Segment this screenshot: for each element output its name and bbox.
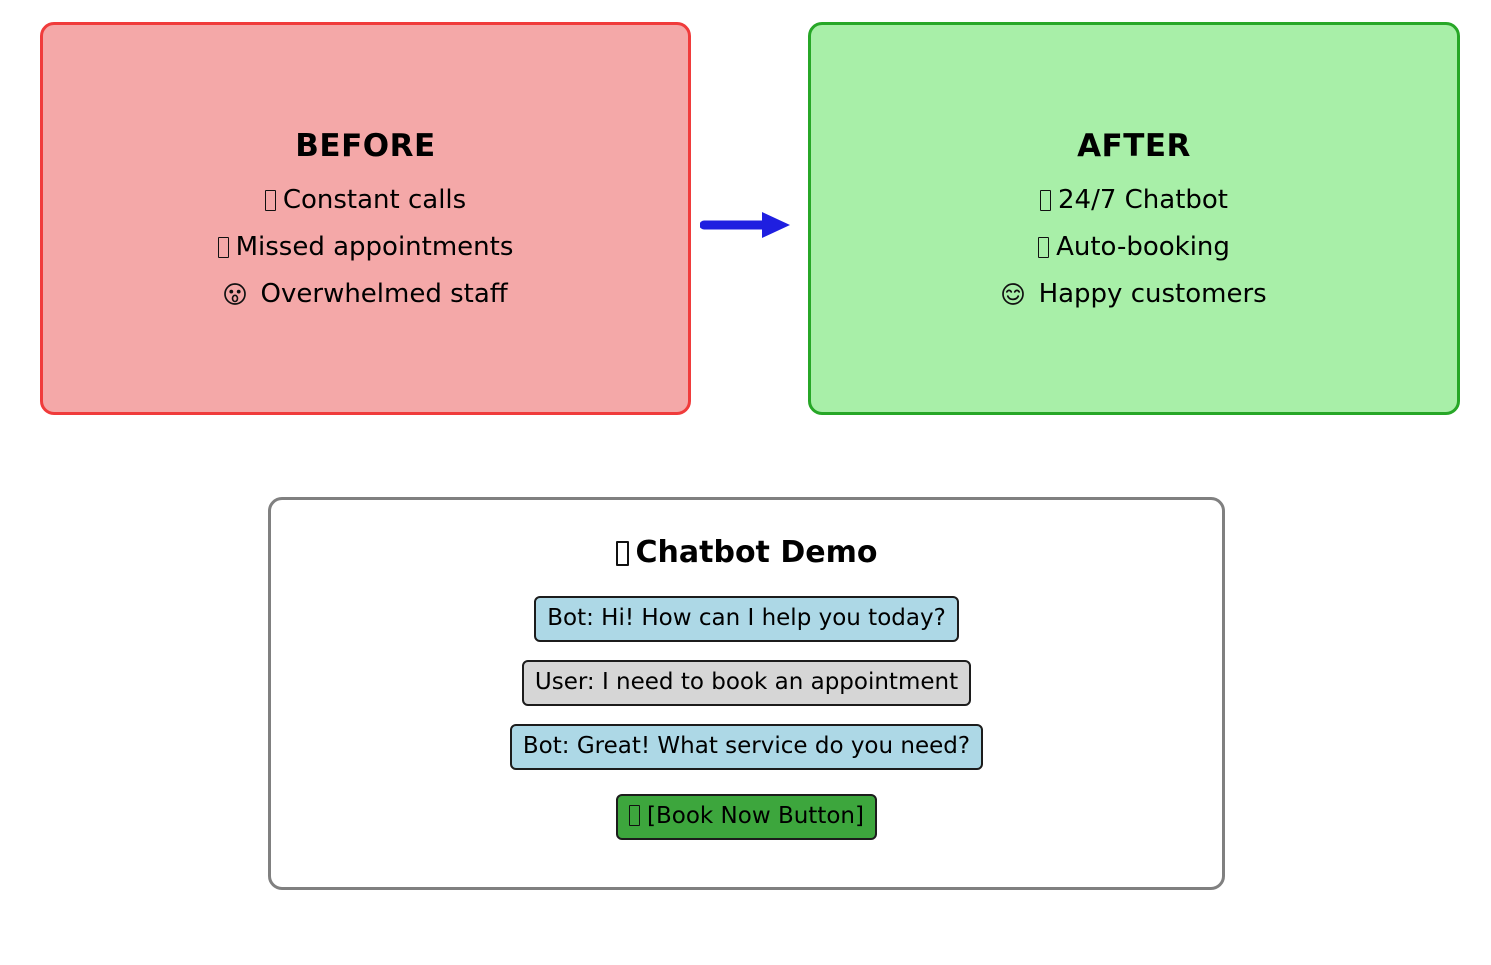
book-now-button[interactable]: [Book Now Button] [616, 794, 877, 840]
before-item-label-2: Overwhelmed staff [260, 278, 508, 309]
chat-message-bot-greeting: Bot: Hi! How can I help you today? [534, 596, 959, 642]
book-now-button-label: [Book Now Button] [647, 803, 864, 829]
right-arrow-icon [699, 205, 796, 245]
calendar-x-icon [217, 236, 229, 258]
after-item-label-2: Happy customers [1038, 278, 1267, 309]
phone-icon [264, 189, 276, 211]
after-item-chatbot: 24/7 Chatbot [1039, 184, 1228, 215]
chatbot-demo-title: Chatbot Demo [271, 500, 1222, 568]
calendar-check-icon [1038, 236, 1050, 258]
calendar-check-icon [629, 805, 641, 826]
speech-bubble-icon [615, 541, 629, 566]
before-item-overwhelmed-staff: Overwhelmed staff [223, 278, 508, 309]
before-item-missed-appointments: Missed appointments [217, 231, 514, 262]
after-item-happy-customers: Happy customers [1001, 278, 1267, 309]
after-title: AFTER [1077, 127, 1191, 164]
astonished-face-icon [223, 279, 255, 309]
after-panel: AFTER 24/7 Chatbot Auto-booking Happy cu… [808, 22, 1460, 415]
after-item-label-0: 24/7 Chatbot [1057, 184, 1228, 215]
chatbot-demo-title-label: Chatbot Demo [635, 535, 878, 570]
robot-icon [1039, 189, 1051, 211]
before-panel: BEFORE Constant calls Missed appointment… [40, 22, 691, 415]
after-item-auto-booking: Auto-booking [1038, 234, 1230, 260]
before-item-label-1: Missed appointments [235, 231, 514, 262]
after-item-label-1: Auto-booking [1056, 231, 1230, 262]
chatbot-demo-panel: Chatbot Demo Bot: Hi! How can I help you… [268, 497, 1225, 890]
chat-message-user-request: User: I need to book an appointment [521, 660, 972, 706]
chat-transcript: Bot: Hi! How can I help you today? User:… [271, 596, 1222, 840]
smiling-face-icon [1001, 279, 1033, 309]
before-item-label-0: Constant calls [282, 184, 467, 215]
before-item-constant-calls: Constant calls [264, 184, 467, 215]
chat-message-bot-followup: Bot: Great! What service do you need? [509, 724, 984, 770]
before-title: BEFORE [295, 127, 436, 164]
